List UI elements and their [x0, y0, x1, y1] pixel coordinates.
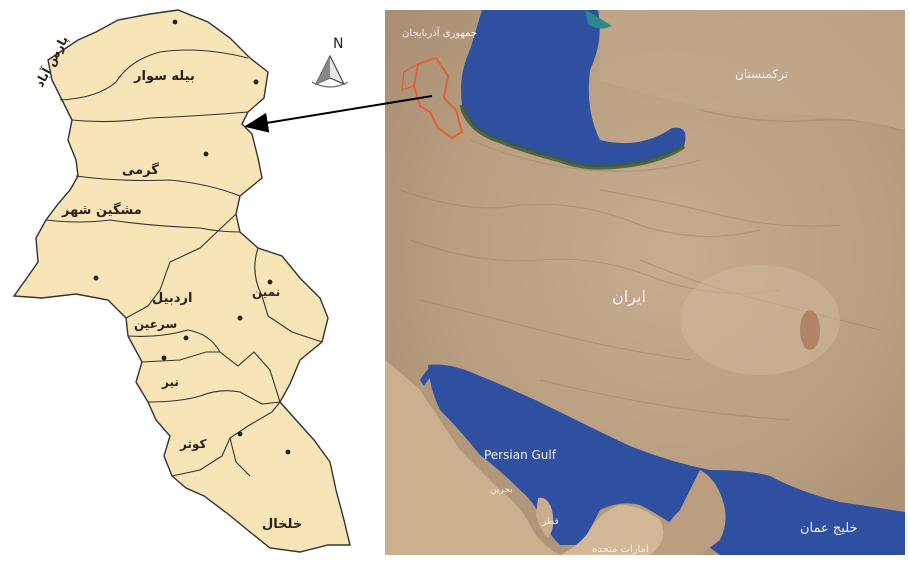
county-label-ardabil: اردبیل — [152, 291, 192, 306]
label-iran: ایران — [612, 287, 646, 307]
county-borders — [45, 49, 323, 477]
locator-arrow — [244, 95, 433, 133]
label-qatar: قطر — [541, 517, 559, 527]
label-turkmenistan: ترکمنستان — [735, 67, 788, 82]
label-azerbaijan-line1: جمهوری آذربایجان — [402, 26, 477, 39]
caspian-coast-green — [459, 104, 686, 170]
county-label-germi: گرمی — [122, 162, 159, 178]
ardabil-highlight — [412, 56, 464, 140]
province-outline — [12, 9, 351, 553]
central-desert — [680, 265, 840, 375]
north-arrow-shade — [316, 56, 330, 84]
county-label-namin: نمین — [252, 285, 280, 299]
kara-bogaz — [585, 10, 612, 29]
label-uae: امارات متحده — [592, 544, 649, 555]
province-map: پارس آباد بیله سوار گرمی مشگین شهر اردبی… — [12, 9, 351, 553]
salt-flat — [800, 310, 820, 350]
label-persian-gulf: Persian Gulf — [484, 448, 557, 462]
north-arrow-base — [311, 81, 349, 88]
river-mouth — [420, 366, 434, 386]
county-label-meshgin: مشگین شهر — [61, 202, 142, 218]
county-label-nir: نیر — [161, 375, 179, 389]
musandam — [650, 470, 726, 555]
label-bahrain: بحرین — [490, 485, 513, 495]
north-arrow: N — [311, 36, 349, 88]
caspian-sea — [461, 10, 686, 168]
turkmen-plain — [600, 10, 905, 130]
county-label-sareyn: سرعین — [134, 317, 177, 331]
arabia-land — [385, 360, 560, 555]
ardabil-inner-border — [401, 63, 419, 91]
county-label-khalkhal: خلخال — [262, 517, 302, 532]
label-oman-gulf: خلیج عمان — [800, 521, 858, 536]
north-arrow-label: N — [333, 36, 343, 52]
county-label-kowsar: کوثر — [179, 437, 206, 452]
qatar-peninsula — [536, 497, 554, 538]
satellite-map: جمهوری آذربایجان ترکمنستان ایران Persian… — [385, 10, 905, 555]
arabia-land-2 — [560, 505, 664, 555]
town-markers — [93, 19, 291, 455]
county-label-bilesavar: بیله سوار — [133, 69, 195, 84]
